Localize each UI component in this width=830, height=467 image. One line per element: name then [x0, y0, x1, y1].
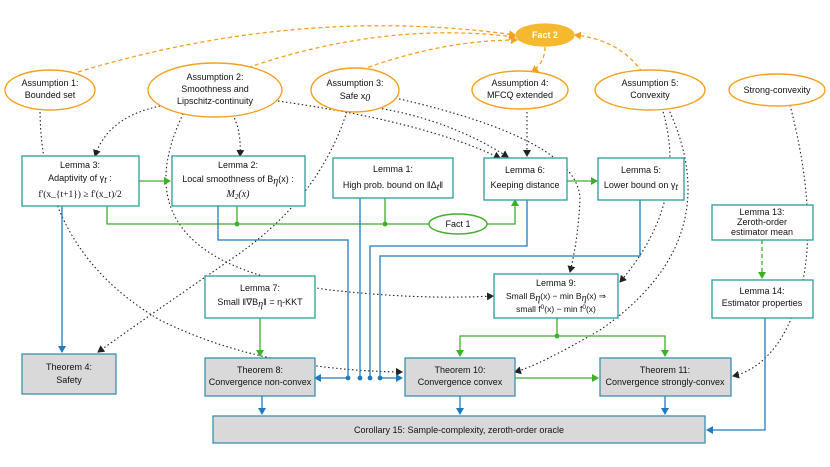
lemma-5-title: Lemma 5: — [621, 165, 661, 175]
edge-a2-fact2 — [234, 32, 516, 73]
theorem-8-node: Theorem 8: Convergence non-convex — [204, 357, 316, 397]
green-edges — [106, 177, 766, 382]
lemma-6-title: Lemma 6: — [505, 165, 545, 175]
edge-fact1-l6 — [487, 199, 519, 225]
lemma-2-node: Lemma 2: Local smoothness of Bη(x) : M2(… — [171, 155, 306, 207]
lemma-2-text-1: Local smoothness of Bη(x) : — [182, 174, 294, 187]
junction-dot — [345, 375, 351, 381]
assumption-4-text: MFCQ extended — [487, 90, 553, 100]
lemma-14-node: Lemma 14: Estimator properties — [711, 279, 814, 319]
lemma-5-text: Lower bound on γt — [604, 180, 679, 193]
assumption-5-node: Assumption 5: Convexity — [594, 69, 706, 111]
lemma-6-text: Keeping distance — [490, 180, 559, 190]
lemma-2-text-2: M2(x) — [226, 189, 251, 201]
edge-a3-t4 — [97, 107, 349, 353]
lemma-13-node: Lemma 13: Zeroth-order estimator mean — [711, 204, 814, 241]
edge-a5-t10 — [514, 107, 689, 375]
junction-dot — [367, 375, 373, 381]
assumption-3-node: Assumption 3: Safe x0 — [310, 67, 400, 113]
edge-a3-fact2 — [354, 36, 518, 73]
edge-l2-bus — [217, 206, 349, 378]
edge-l14-c15 — [706, 318, 766, 434]
assumption-3-title: Assumption 3: — [326, 78, 383, 88]
assumption-2-node: Assumption 2: Smoothness and Lipschitz-c… — [147, 62, 283, 118]
junction-dot — [357, 375, 363, 381]
strong-convexity-node: Strong-convexity — [728, 73, 826, 107]
theorem-4-title: Theorem 4: — [46, 362, 92, 372]
assumption-2-title: Assumption 2: — [186, 72, 243, 82]
strong-convexity-text: Strong-convexity — [743, 85, 811, 95]
lemma-3-title: Lemma 3: — [60, 160, 100, 170]
theorem-4-text: Safety — [56, 375, 82, 385]
lemma-7-text: Small ‖∇Bη‖ = η-KKT — [217, 297, 303, 310]
assumption-2-text-2: Lipschitz-continuity — [177, 96, 254, 106]
assumption-1-text: Bounded set — [25, 90, 76, 100]
assumption-1-node: Assumption 1: Bounded set — [4, 69, 96, 111]
edge-a2-l6 — [269, 99, 501, 160]
edge-l9-t10 — [456, 335, 557, 357]
lemma-13-text-1: Zeroth-order — [737, 217, 787, 227]
blue-edges — [58, 198, 766, 434]
corollary-15-node: Corollary 15: Sample-complexity, zeroth-… — [212, 415, 706, 444]
lemma-9-text-2: small f0(x) − min f0(x) — [516, 304, 596, 314]
assumption-4-title: Assumption 4: — [491, 78, 548, 88]
assumption-4-node: Assumption 4: MFCQ extended — [471, 70, 569, 110]
edge-l9-t11 — [557, 335, 669, 357]
theorem-4-node: Theorem 4: Safety — [21, 353, 117, 395]
lemma-7-title: Lemma 7: — [240, 283, 280, 293]
black-dotted-edges — [39, 97, 809, 379]
theorem-10-title: Theorem 10: — [434, 365, 485, 375]
edge-a1-fact2 — [77, 25, 516, 73]
lemma-1-title: Lemma 1: — [373, 164, 413, 174]
fact-1-node: Fact 1 — [428, 213, 488, 235]
theorem-8-text: Convergence non-convex — [209, 377, 312, 387]
lemma-2-title: Lemma 2: — [218, 160, 258, 170]
theorem-10-text: Convergence convex — [418, 377, 503, 387]
fact-2-node: Fact 2 — [515, 23, 575, 47]
junction-dot — [377, 375, 383, 381]
theorem-11-title: Theorem 11: — [640, 365, 690, 375]
lemma-3-text-1: Adaptivity of γt : — [48, 173, 112, 186]
edge-a3-l6 — [377, 107, 509, 158]
lemma-1-node: Lemma 1: High prob. bound on ‖Δt‖ — [332, 157, 454, 199]
lemma-9-text-1: Small Bη(x) − min Bη(x) ⇒ — [506, 291, 607, 304]
lemma-3-node: Lemma 3: Adaptivity of γt : f'(x_{t+1}) … — [21, 155, 140, 207]
lemma-6-node: Lemma 6: Keeping distance — [483, 157, 568, 201]
fact-1-label: Fact 1 — [445, 219, 470, 229]
assumption-1-title: Assumption 1: — [21, 78, 78, 88]
fact-2-label: Fact 2 — [532, 30, 558, 40]
orange-edges — [77, 25, 643, 73]
lemma-14-text: Estimator properties — [722, 298, 803, 308]
assumption-5-title: Assumption 5: — [621, 78, 678, 88]
lemma-7-node: Lemma 7: Small ‖∇Bη‖ = η-KKT — [204, 275, 316, 319]
assumption-5-text: Convexity — [630, 90, 670, 100]
edge-l6-bus — [369, 200, 528, 378]
lemma-9-node: Lemma 9: Small Bη(x) − min Bη(x) ⇒ small… — [493, 273, 619, 319]
lemma-5-node: Lemma 5: Lower bound on γt — [597, 157, 685, 201]
edge-a3-l9 — [394, 97, 581, 273]
corollary-15-label: Corollary 15: Sample-complexity, zeroth-… — [354, 425, 564, 435]
theorem-11-node: Theorem 11: Convergence strongly-convex — [599, 357, 732, 397]
edge-l3-fact1-bus — [106, 206, 430, 225]
theorem-10-node: Theorem 10: Convergence convex — [404, 357, 516, 397]
lemma-3-text-2: f'(x_{t+1}) ≥ f'(x_t)/2 — [38, 189, 122, 200]
lemma-13-title: Lemma 13: — [739, 207, 784, 217]
theorem-8-title: Theorem 8: — [237, 365, 283, 375]
lemma-13-text-2: estimator mean — [731, 227, 793, 237]
edge-a5-fact2 — [574, 31, 643, 73]
assumption-3-text: Safe x0 — [340, 91, 371, 104]
edge-fact2-a4 — [531, 46, 546, 73]
edge-a2-l3 — [93, 102, 181, 157]
lemma-14-title: Lemma 14: — [739, 286, 784, 296]
lemma-1-text: High prob. bound on ‖Δt‖ — [343, 180, 443, 193]
assumption-2-text-1: Smoothness and — [181, 84, 249, 94]
lemma-9-title: Lemma 9: — [536, 278, 576, 288]
theorem-11-text: Convergence strongly-convex — [605, 377, 725, 387]
edge-l5-bus — [379, 200, 641, 378]
